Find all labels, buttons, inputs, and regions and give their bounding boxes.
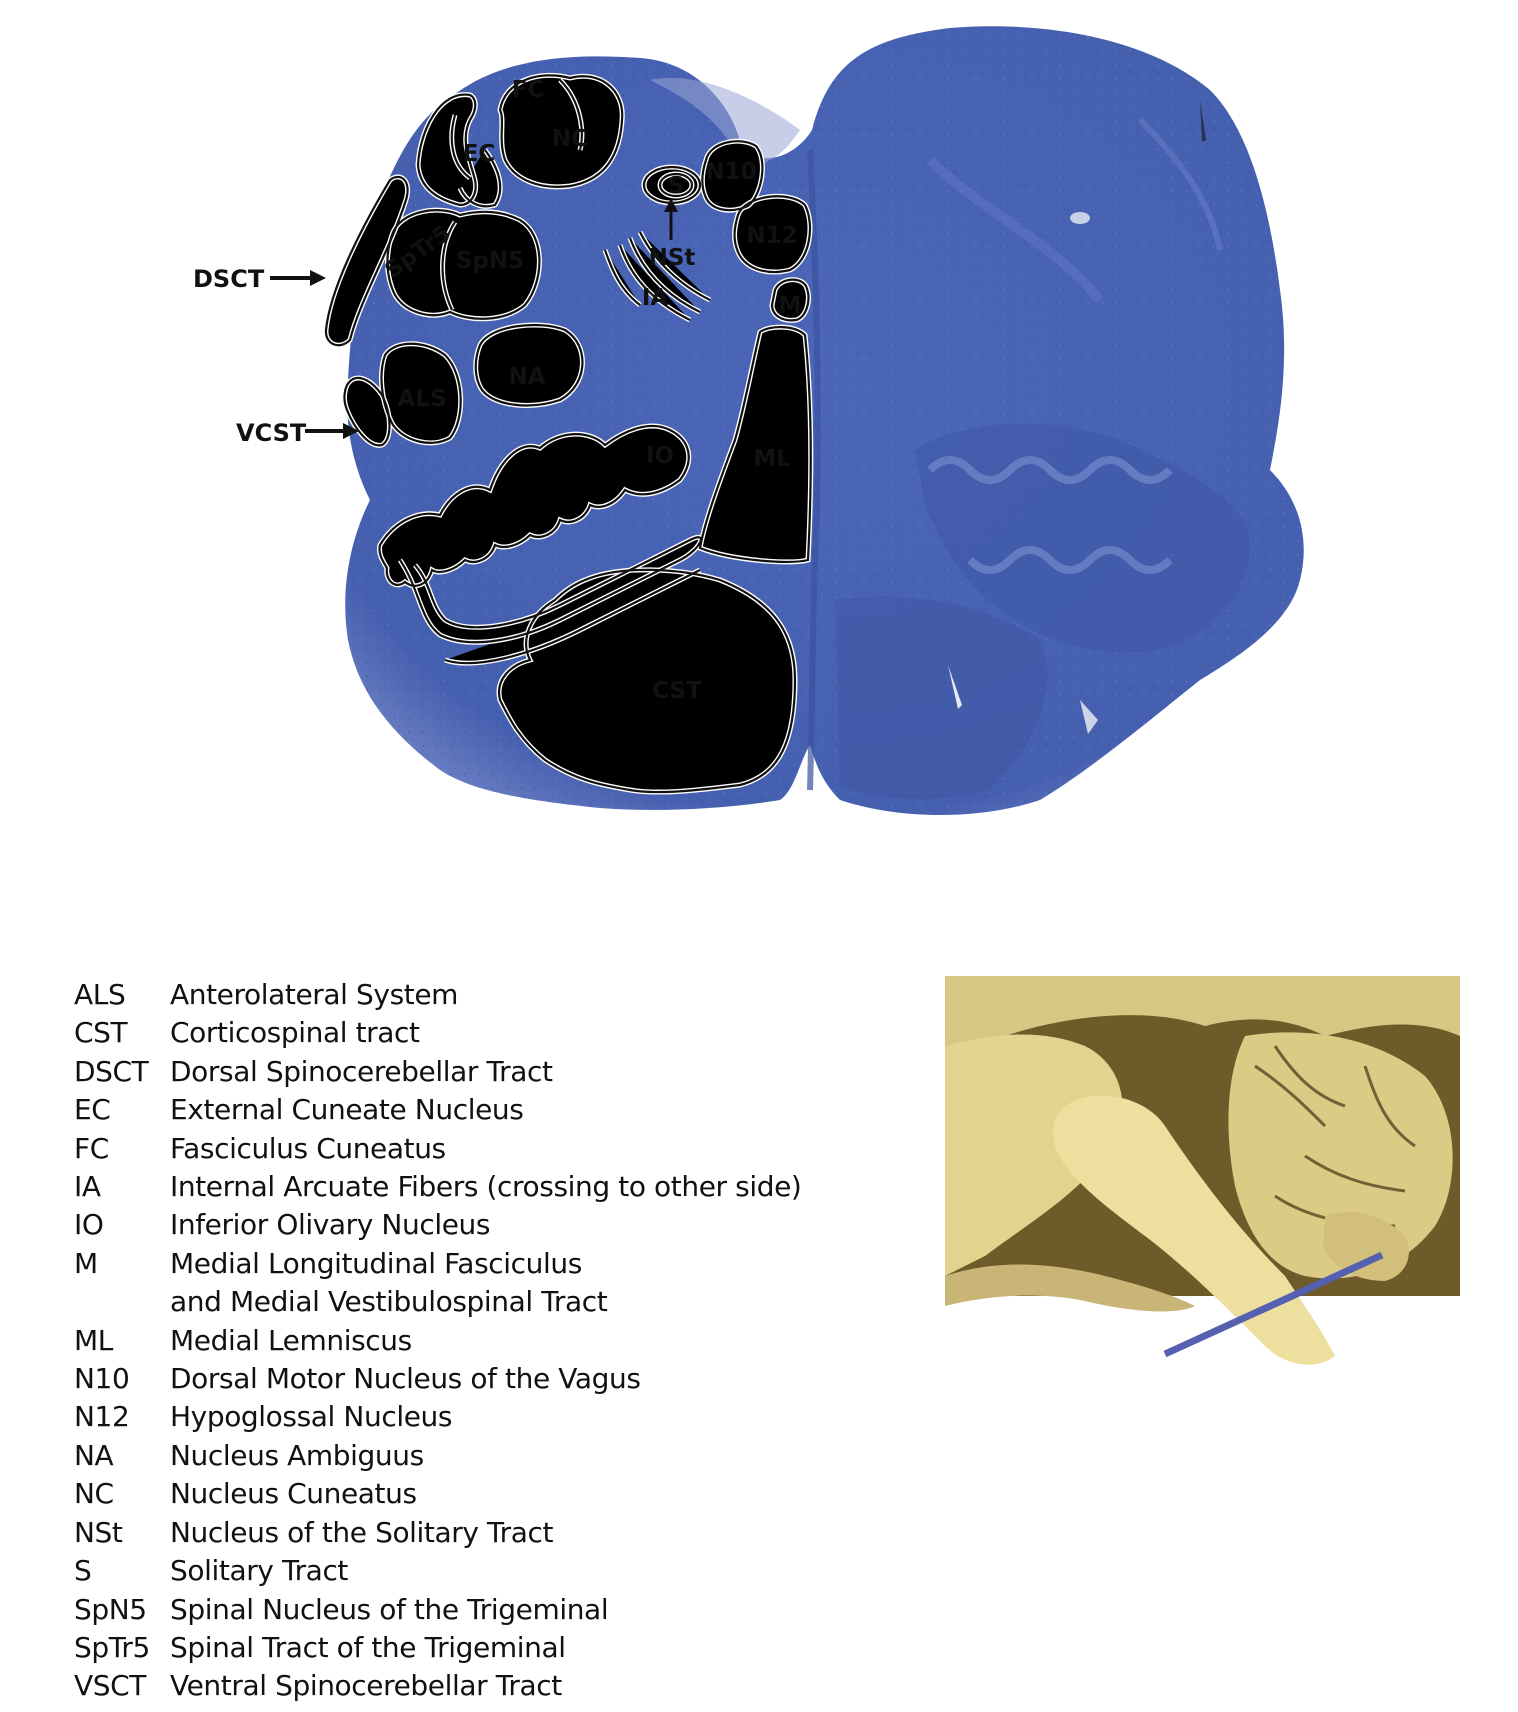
- label-io: IO: [646, 443, 674, 469]
- legend-row: IO Inferior Olivary Nucleus: [74, 1206, 894, 1244]
- legend-description: Medial Lemniscus: [170, 1323, 412, 1357]
- legend-description: Internal Arcuate Fibers (crossing to oth…: [170, 1170, 802, 1204]
- dsct-arrow: [270, 270, 326, 286]
- legend-description: Dorsal Motor Nucleus of the Vagus: [170, 1362, 641, 1396]
- label-na: NA: [508, 364, 545, 390]
- label-ia: IA: [642, 285, 669, 311]
- nst-pointer-arrow: [664, 198, 678, 240]
- legend-abbreviation: SpTr5: [74, 1630, 150, 1664]
- legend-description: Inferior Olivary Nucleus: [170, 1208, 491, 1242]
- legend-abbreviation: CST: [74, 1016, 128, 1050]
- sagittal-brainstem-photo: [945, 976, 1460, 1389]
- label-ec: EC: [463, 141, 496, 167]
- label-vcst: VCST: [236, 419, 307, 447]
- legend-description: Nucleus of the Solitary Tract: [170, 1515, 554, 1549]
- legend-abbreviation: S: [74, 1554, 92, 1588]
- legend-abbreviation: NC: [74, 1477, 114, 1511]
- legend-description: Nucleus Ambiguus: [170, 1438, 424, 1472]
- legend-abbreviation: VSCT: [74, 1669, 146, 1703]
- legend-abbreviation: IO: [74, 1208, 104, 1242]
- legend-row: IA Internal Arcuate Fibers (crossing to o…: [74, 1168, 894, 1206]
- legend-abbreviation: NSt: [74, 1515, 123, 1549]
- label-als: ALS: [397, 386, 446, 412]
- legend-row: EC External Cuneate Nucleus: [74, 1091, 894, 1129]
- legend-abbreviation: FC: [74, 1131, 109, 1165]
- vcst-arrow: [305, 423, 359, 439]
- legend-row: DSCT Dorsal Spinocerebellar Tract: [74, 1053, 894, 1091]
- label-cst: CST: [652, 678, 702, 704]
- region-labels: FC NC EC S N10 N12 SpTr5 SpN5 NSt IA M N…: [380, 77, 801, 704]
- legend-row: N12 Hypoglossal Nucleus: [74, 1398, 894, 1436]
- legend-description: Dorsal Spinocerebellar Tract: [170, 1054, 553, 1088]
- legend-description: Corticospinal tract: [170, 1016, 420, 1050]
- legend-description: Medial Longitudinal Fasciculus and Media…: [170, 1246, 608, 1319]
- legend-description: Spinal Tract of the Trigeminal: [170, 1630, 566, 1664]
- legend-description: Hypoglossal Nucleus: [170, 1400, 453, 1434]
- legend-description: Spinal Nucleus of the Trigeminal: [170, 1592, 609, 1626]
- label-ml: ML: [753, 446, 791, 472]
- label-m: M: [779, 293, 802, 319]
- label-n10: N10: [705, 159, 756, 185]
- legend-row: NA Nucleus Ambiguus: [74, 1437, 894, 1475]
- legend-abbreviation: ALS: [74, 978, 126, 1011]
- legend-row: S Solitary Tract: [74, 1552, 894, 1590]
- legend-abbreviation: IA: [74, 1170, 101, 1204]
- legend-description: Fasciculus Cuneatus: [170, 1131, 446, 1165]
- legend-row: NC Nucleus Cuneatus: [74, 1475, 894, 1513]
- legend-row: N10 Dorsal Motor Nucleus of the Vagus: [74, 1360, 894, 1398]
- legend-row: VSCT Ventral Spinocerebellar Tract: [74, 1667, 894, 1705]
- legend-row: SpN5 Spinal Nucleus of the Trigeminal: [74, 1591, 894, 1629]
- label-nst: NSt: [649, 245, 696, 271]
- label-nc: NC: [552, 126, 588, 152]
- legend-abbreviation: EC: [74, 1093, 111, 1127]
- legend-description: External Cuneate Nucleus: [170, 1093, 524, 1127]
- legend-abbreviation: M: [74, 1246, 98, 1280]
- label-s: S: [668, 173, 685, 199]
- legend-abbreviation: ML: [74, 1323, 113, 1357]
- cut-plane-line: [1163, 1251, 1384, 1358]
- legend-row: CST Corticospinal tract: [74, 1014, 894, 1052]
- label-spn5: SpN5: [456, 248, 524, 274]
- legend-row: NSt Nucleus of the Solitary Tract: [74, 1514, 894, 1552]
- legend-row: SpTr5 Spinal Tract of the Trigeminal: [74, 1629, 894, 1667]
- legend-description: Nucleus Cuneatus: [170, 1477, 417, 1511]
- legend-abbreviation: DSCT: [74, 1054, 149, 1088]
- legend-abbreviation: N12: [74, 1400, 130, 1434]
- legend-row: FC Fasciculus Cuneatus: [74, 1130, 894, 1168]
- legend-description: Ventral Spinocerebellar Tract: [170, 1669, 562, 1703]
- legend-row: ML Medial Lemniscus: [74, 1322, 894, 1360]
- legend-description: Solitary Tract: [170, 1554, 349, 1588]
- legend-abbreviation: NA: [74, 1438, 114, 1472]
- legend-abbreviation: SpN5: [74, 1592, 147, 1626]
- legend-abbreviation: N10: [74, 1362, 130, 1396]
- legend-description: Anterolateral System: [170, 978, 459, 1011]
- pointer-labels: DSCT VCST: [193, 265, 359, 447]
- legend-row: M Medial Longitudinal Fasciculus and Medi…: [74, 1245, 894, 1322]
- label-n12: N12: [746, 223, 797, 249]
- label-fc: FC: [512, 77, 545, 103]
- legend-row: ALS Anterolateral System: [74, 976, 894, 1014]
- label-dsct: DSCT: [193, 265, 265, 293]
